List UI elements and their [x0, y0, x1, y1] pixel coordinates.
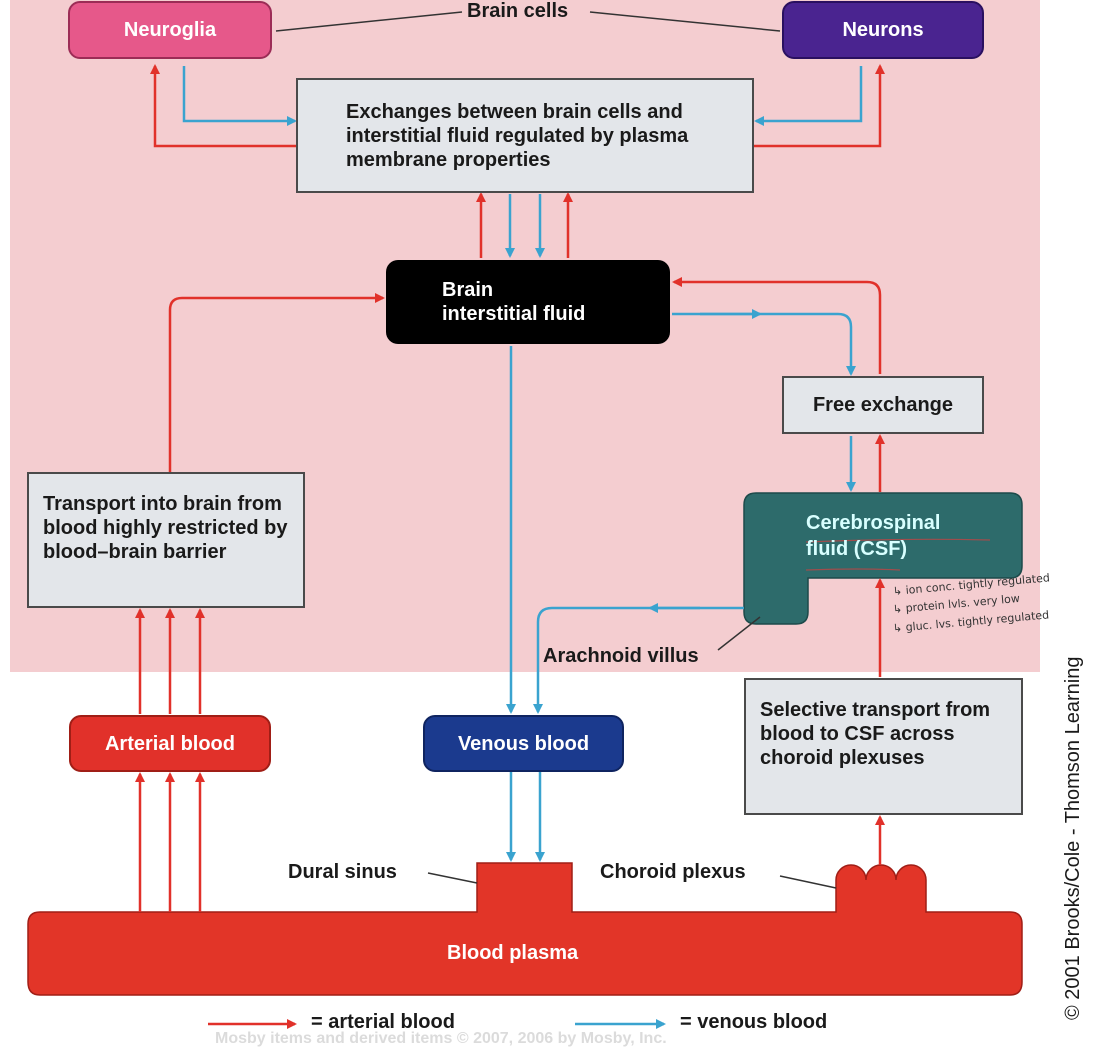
blood-plasma-shape [27, 862, 1023, 996]
arrow-exchange-to-neurons [754, 64, 885, 148]
free-exchange-label: Free exchange [812, 394, 954, 416]
brain-cells-line-left [275, 11, 463, 32]
neuroglia-box: Neuroglia [68, 1, 272, 59]
legend-arterial-label: = arterial blood [311, 1011, 455, 1033]
choroid-plexus-pointer [779, 875, 837, 889]
venous-blood-box: Venous blood [423, 715, 624, 772]
arrow-free-exchange-to-if [672, 277, 882, 374]
arrow-exchange-to-neuroglia [150, 64, 297, 148]
arrow-csf-to-venous [533, 606, 744, 714]
arrow-neurons-to-exchange [754, 66, 863, 126]
interstitial-fluid-label-1: Brain [442, 279, 494, 301]
arterial-blood-box: Arterial blood [69, 715, 271, 772]
copyright-credit: © 2001 Brooks/Cole - Thomson Learning [1062, 656, 1084, 1020]
watermark-text: Mosby items and derived items © 2007, 20… [215, 1030, 667, 1047]
dural-sinus-pointer [427, 872, 478, 884]
csf-underline-mark [805, 538, 991, 543]
csf-label-line-1: Cerebrospinal [806, 512, 941, 534]
selective-transport-label: Selective transport from blood to CSF ac… [760, 699, 991, 769]
selective-transport-box: Selective transport from blood to CSF ac… [744, 678, 1023, 815]
transport-into-brain-label: Transport into brain from blood highly r… [43, 493, 288, 563]
csf-underline-mark-2 [805, 568, 901, 571]
arrow-neuroglia-to-exchange [182, 66, 297, 126]
neuroglia-label: Neuroglia [123, 19, 217, 41]
brain-cells-line-right [589, 11, 781, 32]
interstitial-fluid-label-2: interstitial fluid [442, 303, 586, 325]
arrow-transport-to-if [168, 293, 385, 472]
exchanges-box: Exchanges between brain cells and inters… [296, 78, 754, 193]
arterial-blood-label: Arterial blood [104, 732, 235, 755]
legend-venous-label: = venous blood [680, 1011, 828, 1033]
brain-cells-label: Brain cells [467, 0, 569, 22]
exchanges-label: Exchanges between brain cells and inters… [346, 100, 689, 171]
csf-shape [743, 492, 1023, 625]
venous-blood-label: Venous blood [457, 732, 590, 755]
arachnoid-villus-label: Arachnoid villus [543, 645, 699, 667]
neurons-label: Neurons [842, 19, 924, 41]
free-exchange-box: Free exchange [782, 376, 984, 434]
arachnoid-villus-pointer [717, 616, 761, 651]
csf-label-line-2: fluid (CSF) [806, 538, 908, 560]
csf-label: Cerebrospinal fluid (CSF) [806, 510, 940, 562]
arrow-if-to-free-exchange [672, 312, 856, 376]
neurons-box: Neurons [782, 1, 984, 59]
dural-sinus-label: Dural sinus [288, 861, 397, 883]
blood-plasma-label: Blood plasma [447, 942, 579, 964]
choroid-plexus-label: Choroid plexus [600, 861, 746, 883]
interstitial-fluid-box: Brain interstitial fluid [386, 260, 670, 344]
transport-into-brain-box: Transport into brain from blood highly r… [27, 472, 305, 608]
